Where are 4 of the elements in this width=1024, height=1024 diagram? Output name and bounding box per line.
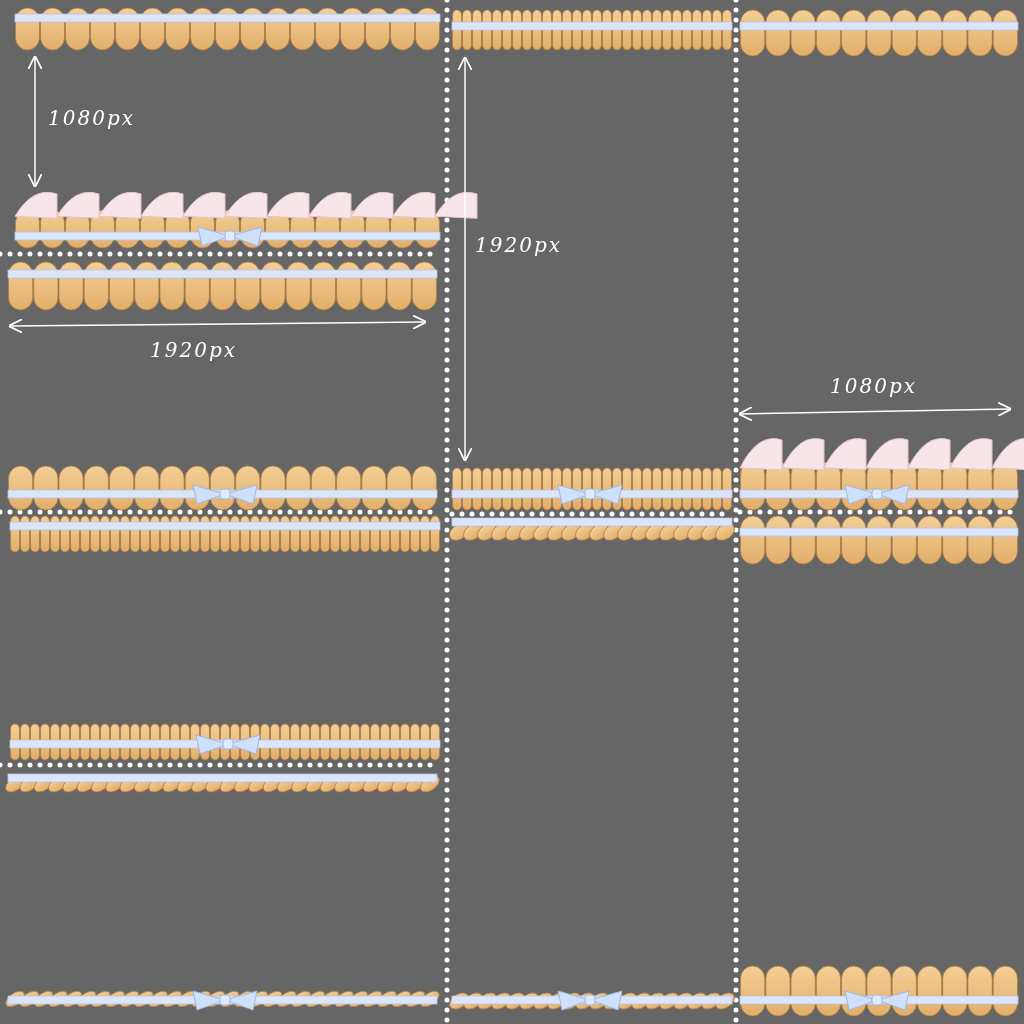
dimension-label: 1920px: [475, 235, 562, 255]
dimension-label: 1080px: [48, 108, 135, 128]
dimension-label: 1080px: [830, 376, 917, 396]
dimension-label: 1920px: [150, 340, 237, 360]
